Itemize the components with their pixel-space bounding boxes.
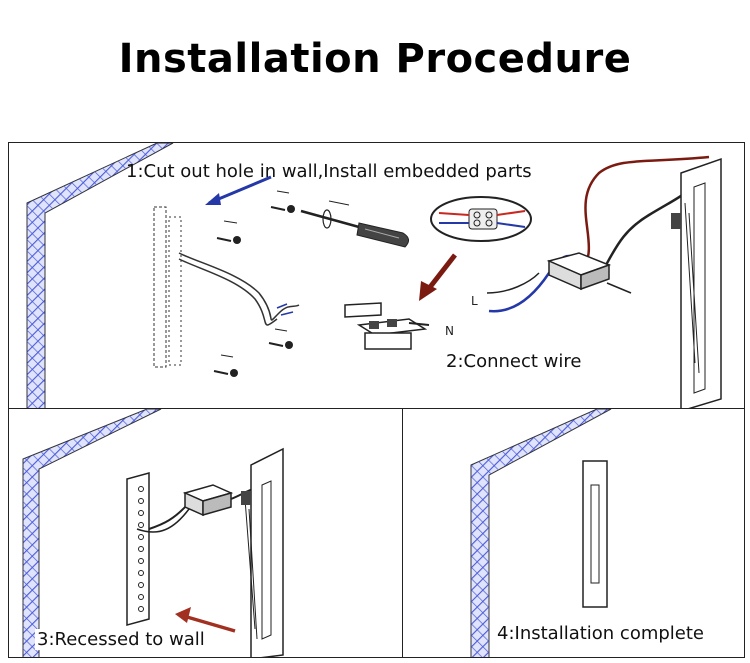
driver-box-icon (182, 484, 234, 517)
wall-section (470, 409, 612, 657)
embedded-parts-plate (153, 206, 182, 368)
step-panel-3: 3:Recessed to wall (8, 408, 404, 658)
step-4-illustration (470, 409, 612, 657)
step-1-caption: 1:Cut out hole in wall,Install embedded … (126, 161, 532, 182)
step-1-2-illustration: L N (26, 143, 722, 409)
wall-section (26, 143, 174, 409)
step-4-caption: 4:Installation complete (495, 623, 707, 644)
step-3-caption: 3:Recessed to wall (35, 629, 207, 650)
wire-label-l: L (471, 294, 478, 308)
arrow-icon (419, 253, 457, 301)
terminal-detail-icon (430, 196, 532, 242)
embedded-parts-plate (126, 472, 150, 626)
screwdriver-icon (300, 200, 409, 248)
arrow-icon (175, 607, 236, 633)
screw-icon (213, 190, 295, 377)
step-panel-4: 4:Installation complete (402, 408, 745, 658)
step-3-illustration (22, 409, 284, 657)
step-panel-1-2: L N 1:Cut out hole in wall,Install embed… (8, 142, 745, 410)
wire-label-n: N (445, 324, 454, 338)
driver-box-icon (546, 252, 632, 294)
led-step-light-icon (582, 460, 608, 608)
arrow-icon (205, 175, 272, 205)
step-2-caption: 2:Connect wire (446, 351, 582, 372)
led-step-light-icon (671, 157, 722, 409)
page-title: Installation Procedure (118, 36, 632, 82)
led-step-light-icon (241, 447, 284, 657)
terminal-block-icon (344, 302, 430, 350)
